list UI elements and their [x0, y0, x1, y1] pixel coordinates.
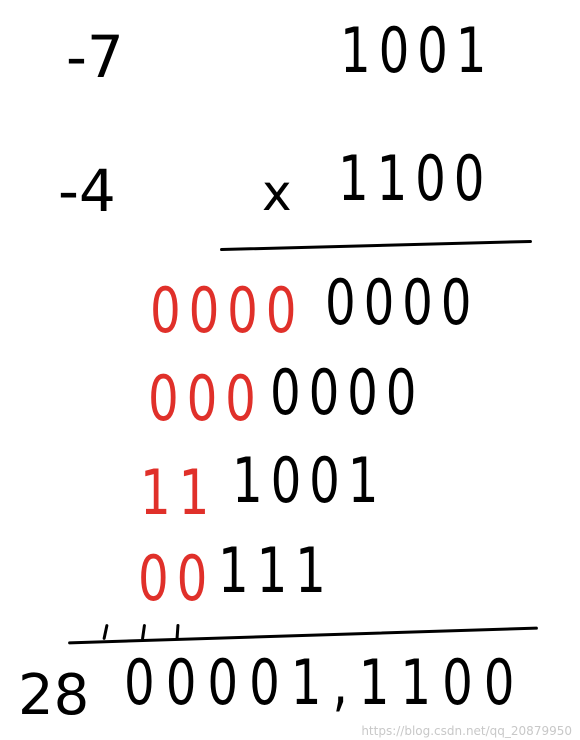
result-decimal: 28 — [18, 663, 90, 728]
result-binary: 00001,1100 — [124, 646, 526, 719]
product-digits: 0000 — [270, 356, 425, 429]
sign-extension-digits: 00 — [138, 542, 216, 615]
multiplicand: 1001 — [340, 14, 495, 87]
sign-extension-digits: 11 — [140, 456, 218, 529]
operand-second: -4 — [58, 157, 116, 225]
operand-first: -7 — [66, 23, 124, 91]
top-rule — [220, 239, 532, 252]
sign-extension-digits: 000 — [148, 362, 264, 435]
watermark: https://blog.csdn.net/qq_20879950 — [361, 724, 572, 738]
multiply-operator: x — [262, 164, 292, 222]
product-digits: 1001 — [232, 444, 387, 517]
carry-tick — [102, 623, 109, 641]
carry-tick — [140, 623, 147, 641]
product-digits: 111 — [218, 534, 334, 607]
multiplier: 1100 — [338, 142, 493, 215]
sign-extension-digits: 0000 — [150, 274, 305, 347]
product-digits: 0000 — [325, 266, 480, 339]
bottom-rule — [68, 626, 538, 645]
